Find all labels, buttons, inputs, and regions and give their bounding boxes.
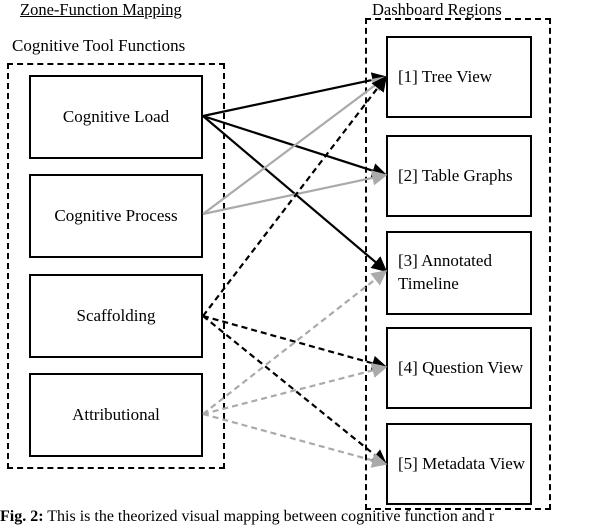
dashboard-regions-title: Dashboard Regions	[372, 0, 502, 19]
function-box-cognitive-process: Cognitive Process	[29, 174, 203, 258]
region-box-metadata-view: [5] Metadata View	[386, 423, 532, 505]
region-label: [1] Tree View	[398, 66, 493, 86]
function-label: Scaffolding	[76, 306, 156, 325]
arrow-cognitive-process-to-table-graphs	[202, 170, 388, 216]
arrow-scaffolding-to-question-view	[202, 314, 388, 371]
figure-caption: Fig. 2: This is the theorized visual map…	[0, 508, 494, 526]
region-label: [4] Question View	[398, 357, 524, 377]
arrow-cognitive-load-to-tree-view	[202, 72, 388, 118]
region-label: [5] Metadata View	[398, 453, 526, 473]
function-label: Cognitive Load	[62, 107, 170, 126]
arrow-attributional-to-question-view	[202, 362, 388, 416]
function-box-attributional: Attributional	[29, 373, 203, 457]
function-label: Attributional	[72, 405, 160, 424]
caption-prefix: Fig. 2:	[0, 508, 44, 525]
arrow-attributional-to-metadata-view	[202, 412, 388, 468]
function-box-cognitive-load: Cognitive Load	[29, 75, 203, 159]
cognitive-tool-functions-heading: Cognitive Tool Functions	[12, 36, 186, 55]
regions-group	[365, 18, 551, 510]
arrow-scaffolding-to-tree-view	[202, 75, 387, 317]
region-box-question-view: [4] Question View	[386, 327, 532, 409]
region-box-table-graphs: [2] Table Graphs	[386, 135, 532, 217]
functions-group	[7, 63, 225, 469]
arrow-attributional-to-annotated-timeline	[202, 270, 388, 415]
zone-function-mapping-title: Zone-Function Mapping	[20, 0, 182, 19]
region-label: [3] Annotated Timeline	[398, 251, 492, 293]
caption-text: This is the theorized visual mapping bet…	[43, 508, 495, 525]
region-label: [2] Table Graphs	[398, 165, 513, 185]
region-box-tree-view: [1] Tree View	[386, 36, 532, 118]
arrow-cognitive-process-to-tree-view	[202, 76, 388, 215]
region-box-annotated-timeline: [3] Annotated Timeline	[386, 231, 532, 315]
function-label: Cognitive Process	[54, 206, 178, 225]
function-box-scaffolding: Scaffolding	[29, 274, 203, 358]
